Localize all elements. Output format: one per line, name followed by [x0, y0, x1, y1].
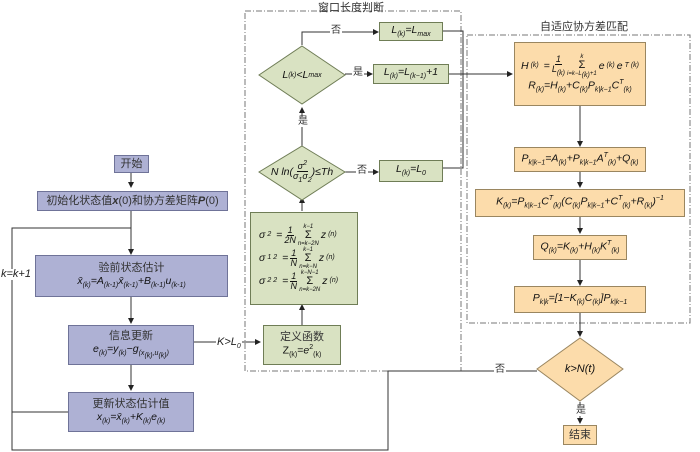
window-check-diamond [258, 45, 346, 105]
test-yes-label: 是 [297, 116, 309, 127]
check-no-label: 否 [330, 25, 342, 36]
q-node: Q(k)=K(k)+H(k)KT(k) [533, 235, 627, 260]
set-max-window-formula: L(k)=Lmax [391, 23, 431, 39]
r-formula: R(k)=H(k)+C(k)Pk|k−1CT(k) [528, 78, 632, 94]
end-check-diamond [536, 337, 624, 402]
gain-node: K(k)=Pk|k−1CT(k)(C(k)Pk|k−1+CT(k)+R(k))−… [475, 189, 685, 217]
update-state-formula: x(k)=x̄(k)+K(k)e(k) [96, 410, 166, 425]
define-function-formula: Z(k)=e2(k) [282, 343, 322, 359]
window-section-frame [244, 10, 462, 372]
update-state-node: 更新状态估计值 x(k)=x̄(k)+K(k)e(k) [68, 392, 194, 432]
predict-p-node: Pk|k−1=A(k)+Pk|k−1AT(k)+Q(k) [514, 147, 646, 172]
p-update-formula: Pk|k=[1−K(k)C(k)]Pk|k−1 [532, 291, 628, 307]
update-state-title: 更新状态估计值 [92, 397, 170, 411]
init-and-label: 和协方差矩阵 [131, 193, 198, 207]
increment-window-node: L(k)=L(k−1)+1 [373, 64, 449, 84]
adaptive-section-title: 自适应协方差匹配 [540, 20, 628, 33]
init-p0: P [197, 194, 206, 207]
init-x0: x [112, 194, 119, 207]
start-node: 开始 [114, 155, 149, 173]
init-label: 初始化状态值 [46, 193, 113, 207]
increment-window-formula: L(k)=L(k−1)+1 [383, 66, 439, 81]
prior-estimate-node: 验前状态估计 x̄(k)=A(k-1)x̄(k-1)+B(k-1)u(k-1) [35, 255, 228, 297]
end-node: 结束 [563, 425, 597, 445]
end-check-text: k>N(t) [564, 363, 596, 375]
start-label: 开始 [120, 156, 143, 170]
innovation-node: 信息更新 e(k)=y(k)−g(x(k),u(k)) [68, 325, 194, 365]
end-label: 结束 [569, 427, 591, 441]
set-max-window-node: L(k)=Lmax [379, 22, 443, 41]
define-function-title: 定义函数 [280, 329, 324, 343]
prior-estimate-formula: x̄(k)=A(k-1)x̄(k-1)+B(k-1)u(k-1) [77, 274, 186, 289]
window-section-title: 窗口长度判断 [318, 1, 384, 14]
define-function-node: 定义函数 Z(k)=e2(k) [263, 325, 341, 365]
branch-condition-label: K>L0 [216, 336, 242, 351]
reset-window-formula: L(k)=L0 [396, 163, 426, 178]
predict-p-formula: Pk|k−1=A(k)+Pk|k−1AT(k)+Q(k) [521, 151, 639, 167]
init-p0-arg: (0) [205, 194, 219, 207]
p-update-node: Pk|k=[1−K(k)C(k)]Pk|k−1 [514, 286, 646, 313]
end-check-yes-label: 是 [575, 405, 587, 416]
check-yes-label: 是 [352, 67, 364, 78]
prior-estimate-title: 验前状态估计 [98, 261, 165, 275]
reset-window-node: L(k)=L0 [379, 160, 443, 182]
adaptive-section-frame [466, 34, 691, 324]
test-no-label: 否 [356, 165, 368, 176]
init-x0-arg: (0) [118, 194, 132, 207]
window-test-diamond [258, 145, 346, 201]
loop-increment-label: k=k+1 [0, 268, 32, 280]
q-formula: Q(k)=K(k)+H(k)KT(k) [540, 239, 620, 255]
innovation-title: 信息更新 [109, 328, 153, 342]
gain-formula: K(k)=Pk|k−1CT(k)(C(k)Pk|k−1+CT(k)+R(k))−… [496, 195, 664, 210]
end-check-no-label: 否 [494, 364, 506, 375]
innovation-formula: e(k)=y(k)−g(x(k),u(k)) [93, 342, 169, 360]
